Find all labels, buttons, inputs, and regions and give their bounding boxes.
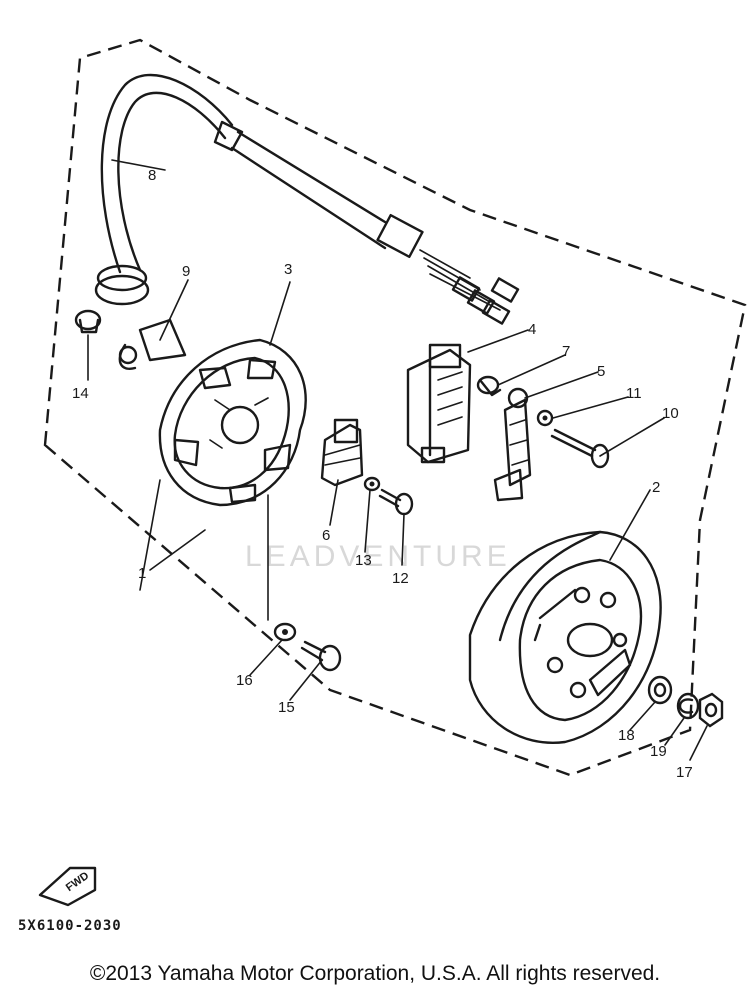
copyright-notice: ©2013 Yamaha Motor Corporation, U.S.A. A…: [89, 962, 661, 985]
callout-6: 6: [322, 527, 330, 544]
callout-1: 1: [138, 565, 146, 582]
callout-15: 15: [278, 699, 295, 716]
callout-13: 13: [355, 552, 372, 569]
clamp-part-9: [118, 318, 187, 370]
cdi-unit-part-4: [406, 343, 472, 464]
screw-part-15: [300, 640, 342, 672]
watermark-text: LEADVENTURE: [245, 540, 511, 573]
fwd-label: FWD: [64, 870, 91, 894]
plain-washer-part-18: [647, 675, 673, 705]
callout-14: 14: [72, 385, 89, 402]
callout-19: 19: [650, 743, 667, 760]
callout-16: 16: [236, 672, 253, 689]
ignition-coil-part-5: [493, 387, 532, 502]
fwd-arrow-icon: FWD: [38, 866, 97, 907]
bolt-part-10: [550, 428, 610, 469]
callout-18: 18: [618, 727, 635, 744]
callout-5: 5: [597, 363, 605, 380]
callout-10: 10: [662, 405, 679, 422]
screw-part-14: [74, 309, 102, 334]
callout-11: 11: [626, 385, 642, 402]
washer-part-13: [363, 476, 381, 492]
callout-12: 12: [392, 570, 409, 587]
nut-part-17: [698, 692, 724, 728]
callout-4: 4: [528, 321, 536, 338]
callout-8: 8: [148, 167, 156, 184]
wire-harness-part-8: [94, 73, 520, 325]
callout-17: 17: [676, 764, 693, 781]
lock-washer-part-19: [676, 692, 700, 720]
regulator-part-6: [320, 418, 364, 487]
screw-part-12: [378, 488, 414, 516]
leader-lines: [87, 159, 708, 761]
washer-part-16: [273, 622, 297, 642]
callout-2: 2: [652, 479, 660, 496]
assembly-outline: [43, 38, 747, 777]
flywheel-rotor-part-2: [468, 530, 662, 745]
washer-part-11: [536, 409, 554, 427]
stator-plate-part-3: [158, 338, 307, 507]
callout-7: 7: [562, 343, 570, 360]
part-code: 5X6100-2030: [18, 918, 122, 934]
callout-3: 3: [284, 261, 292, 278]
callout-9: 9: [182, 263, 190, 280]
callout-labels: 1 2 3 4 5 6 7 8 9 10 11 12 13 14 15 16 1…: [72, 167, 693, 781]
collar-part-7: [476, 375, 502, 397]
